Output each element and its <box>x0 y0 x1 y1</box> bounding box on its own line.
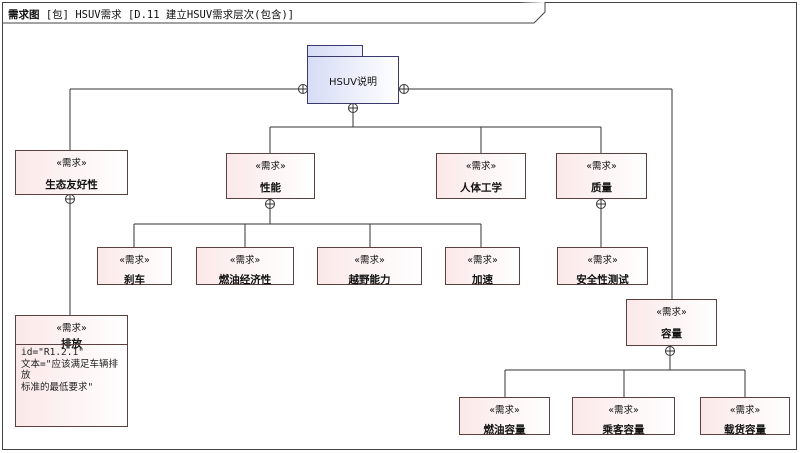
requirement-fuel-economy[interactable]: «需求» 燃油经济性 <box>196 247 294 286</box>
requirement-properties: id="R1.2.1" 文本="应该满足车辆排放 标准的最低要求" <box>21 347 127 393</box>
requirement-performance[interactable]: «需求» 性能 <box>226 153 315 199</box>
containment-marker-capacity-children <box>665 346 675 356</box>
compartment-divider <box>16 344 127 345</box>
stereotype-label: «需求» <box>229 255 261 266</box>
containment-marker-eco <box>298 84 308 94</box>
stereotype-label: «需求» <box>586 161 617 172</box>
requirement-quality[interactable]: «需求» 质量 <box>556 153 647 199</box>
stereotype-label: «需求» <box>465 161 497 172</box>
requirement-emissions[interactable]: «需求» 排放 id="R1.2.1" 文本="应该满足车辆排放 标准的最低要求… <box>15 315 128 427</box>
requirement-safety-test[interactable]: «需求» 安全性测试 <box>557 247 648 286</box>
package-hsuv-spec[interactable]: HSUV说明 <box>307 56 399 104</box>
requirement-name: 越野能力 <box>348 274 391 286</box>
package-name: HSUV说明 <box>328 77 378 88</box>
containment-marker-eco-emissions <box>65 194 75 204</box>
containment-marker-capacity <box>399 84 409 94</box>
requirement-name: 质量 <box>591 182 612 194</box>
requirement-acceleration[interactable]: «需求» 加速 <box>445 247 520 286</box>
requirement-name: 载货容量 <box>724 424 766 436</box>
package-tab <box>307 45 363 56</box>
stereotype-label: «需求» <box>729 405 761 416</box>
requirement-name: 燃油容量 <box>483 424 526 436</box>
stereotype-label: «需求» <box>255 161 286 172</box>
containment-marker-quality <box>596 199 606 209</box>
requirement-name: 性能 <box>260 182 281 194</box>
stereotype-label: «需求» <box>489 405 520 416</box>
requirement-eco[interactable]: «需求» 生态友好性 <box>15 150 128 195</box>
requirement-name: 安全性测试 <box>576 274 629 286</box>
requirement-name: 刹车 <box>124 274 145 286</box>
requirement-passenger-capacity[interactable]: «需求» 乘客容量 <box>572 397 675 436</box>
stereotype-label: «需求» <box>587 255 618 266</box>
diagram-name: [D.11 建立HSUV需求层次(包含)] <box>127 9 295 21</box>
requirement-name: 容量 <box>661 328 682 340</box>
stereotype-label: «需求» <box>56 323 87 334</box>
requirement-text-line1: 文本="应该满足车辆排放 <box>21 358 118 382</box>
diagram-bracket-kind: [包] <box>45 9 69 21</box>
requirement-braking[interactable]: «需求» 刹车 <box>97 247 172 286</box>
requirement-cargo-capacity[interactable]: «需求» 载货容量 <box>700 397 790 436</box>
requirement-fuel-capacity[interactable]: «需求» 燃油容量 <box>459 397 550 436</box>
stereotype-label: «需求» <box>608 405 639 416</box>
stereotype-label: «需求» <box>467 255 498 266</box>
stereotype-label: «需求» <box>119 255 150 266</box>
diagram-kind: 需求图 <box>8 9 40 21</box>
requirement-name: 加速 <box>472 274 493 286</box>
requirement-offroad[interactable]: «需求» 越野能力 <box>317 247 422 286</box>
requirement-name: 生态友好性 <box>45 179 98 191</box>
stereotype-label: «需求» <box>56 158 87 169</box>
requirement-ergonomics[interactable]: «需求» 人体工学 <box>436 153 526 199</box>
diagram-title: 需求图 [包] HSUV需求 [D.11 建立HSUV需求层次(包含)] <box>8 7 294 22</box>
requirement-name: 燃油经济性 <box>218 274 272 286</box>
requirement-text-line2: 标准的最低要求" <box>21 381 94 393</box>
containment-marker-performance <box>265 199 275 209</box>
requirement-id: id="R1.2.1" <box>21 347 84 358</box>
containment-markers <box>65 84 675 356</box>
requirement-capacity[interactable]: «需求» 容量 <box>626 299 717 346</box>
requirement-name: 人体工学 <box>460 182 502 194</box>
containment-marker-group <box>348 103 358 113</box>
stereotype-label: «需求» <box>656 307 687 318</box>
diagram-owner: HSUV需求 <box>75 9 122 21</box>
stereotype-label: «需求» <box>354 255 385 266</box>
requirement-name: 乘客容量 <box>602 424 645 436</box>
